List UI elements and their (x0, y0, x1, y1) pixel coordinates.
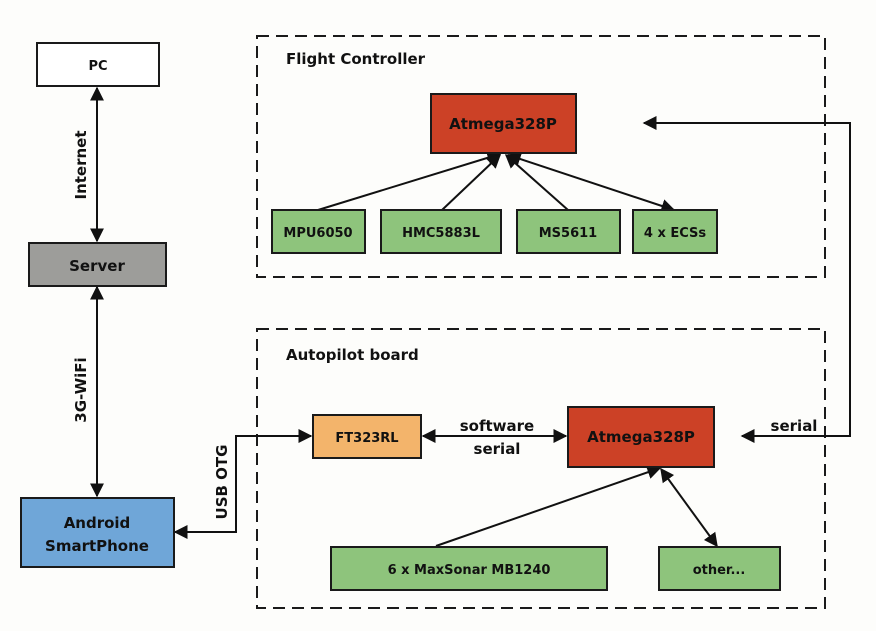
pc-label: PC (88, 59, 107, 74)
fc-atmega328p-label: Atmega328P (449, 115, 557, 133)
node-ft323rl: FT323RL (312, 414, 422, 459)
ap-atmega328p-label: Atmega328P (587, 428, 695, 446)
edge-sonar-ap (435, 465, 662, 547)
edge-phone-ftdi (173, 429, 313, 539)
escs-box (632, 209, 718, 254)
edge-ms5611-fc (504, 154, 569, 211)
flight-controller-title: Flight Controller (286, 50, 426, 68)
node-other: other... (658, 546, 781, 591)
ft323rl-box (312, 414, 422, 459)
node-maxsonar: 6 x MaxSonar MB1240 (330, 546, 608, 591)
escs-label: 4 x ECSs (644, 226, 707, 241)
phone-box (20, 497, 175, 568)
maxsonar-label: 6 x MaxSonar MB1240 (388, 563, 551, 578)
ms5611-label: MS5611 (539, 226, 597, 241)
node-server: Server (28, 242, 167, 287)
phone-label-line2: SmartPhone (45, 537, 149, 555)
hmc5883l-label: HMC5883L (402, 226, 480, 241)
software-serial-label-line1: software (460, 417, 534, 435)
phone-label-line1: Android (64, 514, 131, 532)
hmc5883l-box (380, 209, 502, 254)
pc-box (36, 42, 160, 87)
edge-hmc5883l-fc (441, 154, 502, 211)
autopilot-board-border (256, 328, 826, 609)
flight-controller-border (256, 35, 826, 278)
node-ms5611: MS5611 (516, 209, 621, 254)
ft323rl-label: FT323RL (335, 431, 398, 446)
node-fc-atmega328p: Atmega328P (430, 93, 577, 154)
ap-atmega328p-box (567, 406, 715, 468)
node-hmc5883l: HMC5883L (380, 209, 502, 254)
other-label: other... (693, 563, 746, 578)
fc-atmega328p-box (430, 93, 577, 154)
edge-fc-escs (506, 152, 676, 213)
node-ap-atmega328p: Atmega328P (567, 406, 715, 468)
autopilot-board-group: Autopilot board (256, 328, 826, 609)
node-pc: PC (36, 42, 160, 87)
node-android-smartphone: Android SmartPhone (20, 497, 175, 568)
node-mpu6050: MPU6050 (271, 209, 366, 254)
server-label: Server (69, 257, 125, 275)
edge-serial-link (642, 116, 851, 443)
mpu6050-label: MPU6050 (283, 226, 352, 241)
server-box (28, 242, 167, 287)
software-serial-label-line2: serial (474, 440, 521, 458)
flight-controller-group: Flight Controller (256, 35, 826, 278)
usb-otg-label: USB OTG (213, 445, 231, 520)
edges (90, 86, 851, 548)
ms5611-box (516, 209, 621, 254)
node-escs: 4 x ECSs (632, 209, 718, 254)
serial-label: serial (771, 417, 818, 435)
wifi-label: 3G-WiFi (72, 357, 90, 422)
edge-mpu6050-fc (317, 151, 502, 211)
autopilot-board-title: Autopilot board (286, 346, 419, 364)
mpu6050-box (271, 209, 366, 254)
maxsonar-box (330, 546, 608, 591)
other-box (658, 546, 781, 591)
edge-ap-other (660, 467, 718, 548)
internet-label: Internet (72, 130, 90, 199)
